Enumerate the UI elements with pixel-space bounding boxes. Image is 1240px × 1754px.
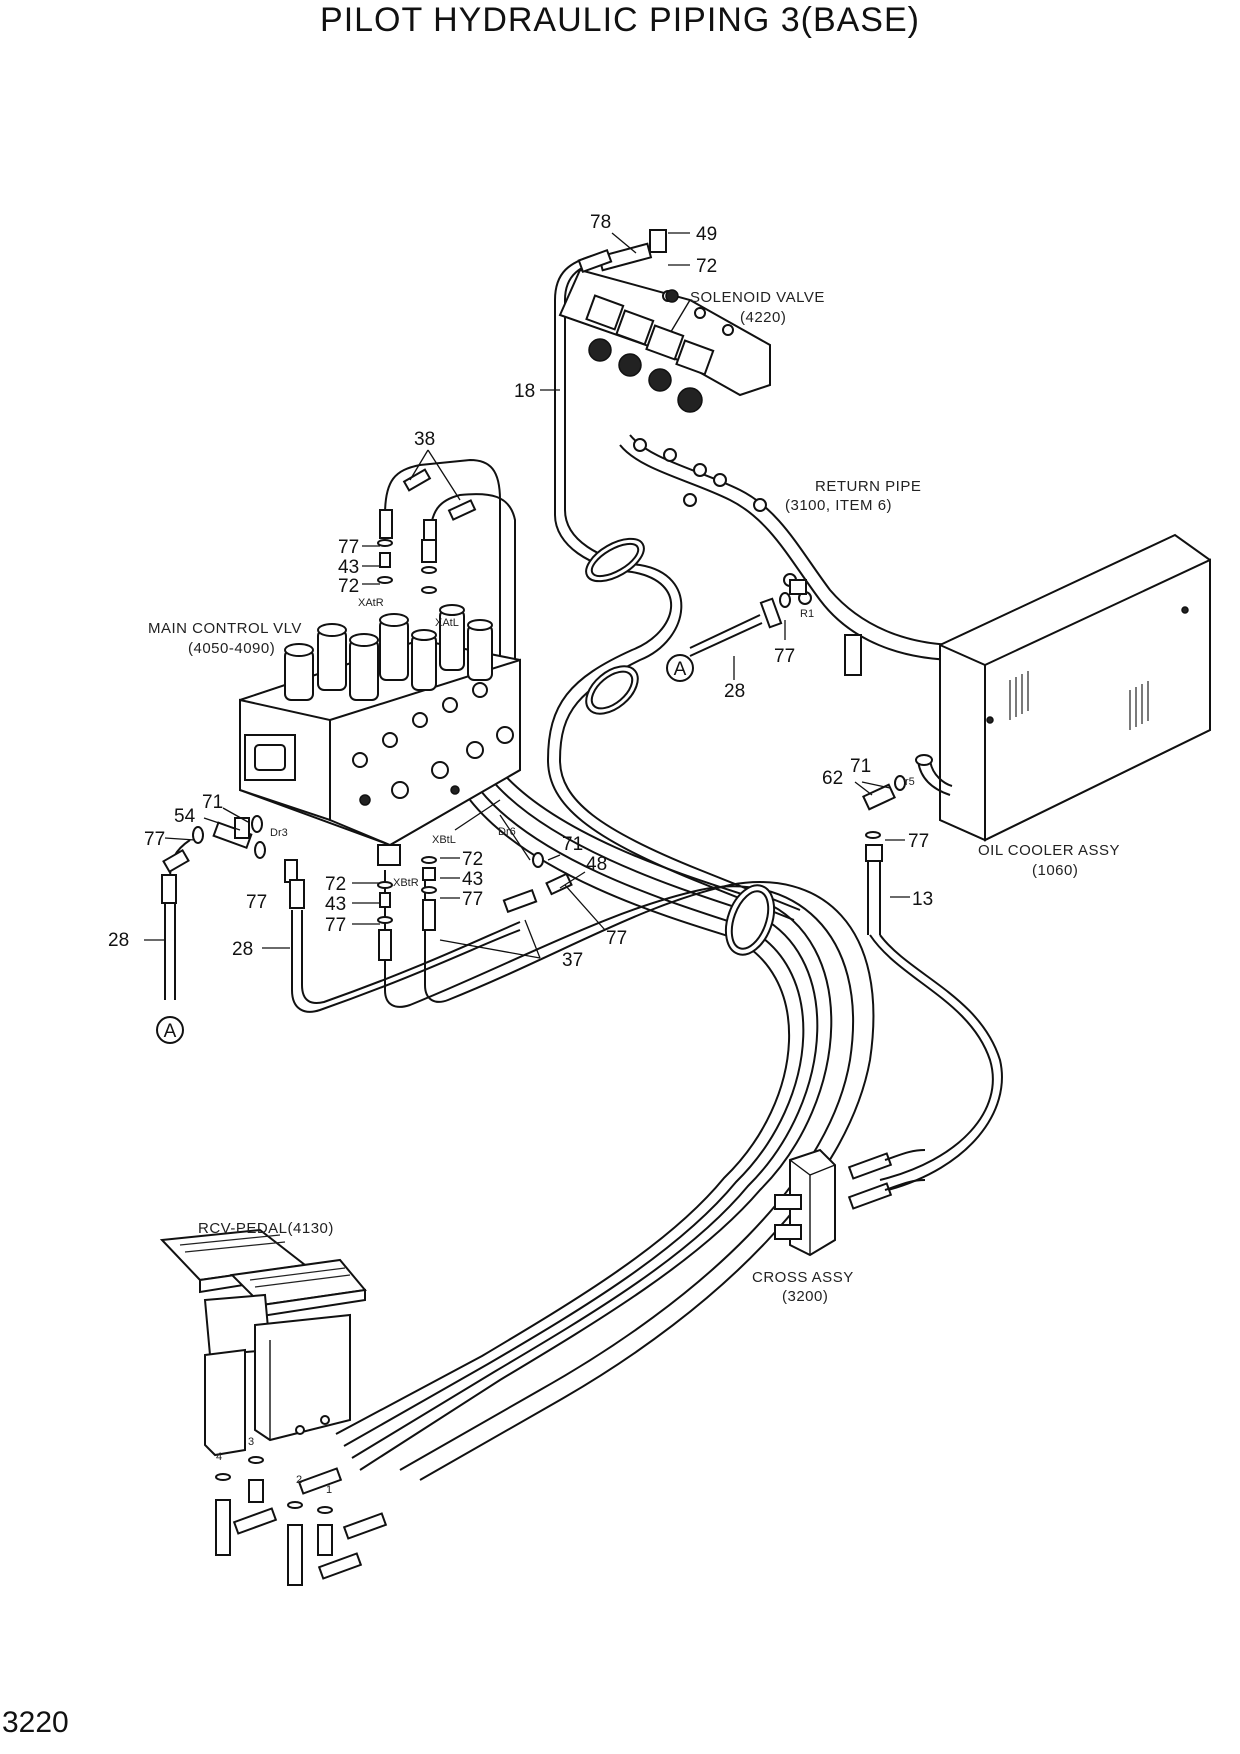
- callout-13: 13: [912, 889, 933, 910]
- oil-cooler-assembly: [915, 533, 1211, 842]
- callout-43-b: 43: [325, 894, 346, 915]
- pedal-port-3: 3: [248, 1436, 254, 1448]
- callout-77-a: 77: [338, 537, 359, 558]
- svg-text:A: A: [164, 1021, 177, 1042]
- callout-18: 18: [514, 381, 535, 402]
- callout-77-under: 77: [246, 892, 267, 913]
- callout-77-b: 77: [325, 915, 346, 936]
- callout-62: 62: [822, 768, 843, 789]
- fittings: [161, 248, 906, 961]
- port-xbtl: XBtL: [432, 834, 456, 846]
- leader-lines: [144, 232, 910, 959]
- solenoid-valve-label: SOLENOID VALVE: [690, 289, 825, 306]
- port-r1: R1: [800, 608, 814, 620]
- oil-cooler-label: OIL COOLER ASSY: [978, 842, 1120, 859]
- rcv-pedal-assembly: [159, 1228, 388, 1586]
- port-labels: XAtR XAtL XBtL XBtR Dr3 Dr6 R1 r5 1 2 3 …: [216, 597, 915, 1496]
- port-dr3: Dr3: [270, 827, 288, 839]
- pedal-port-1: 1: [326, 1484, 332, 1496]
- callout-77-left: 77: [144, 829, 165, 850]
- port-dr6: Dr6: [498, 826, 516, 838]
- oil-cooler-ref: (1060): [1032, 862, 1078, 879]
- callout-71-right: 71: [850, 756, 871, 777]
- callout-28-center: 28: [724, 681, 745, 702]
- solenoid-valve-assembly: [558, 229, 771, 413]
- solenoid-valve-ref: (4220): [740, 309, 786, 326]
- callout-numbers: 78 49 72 18 38 77 43 72 28 77 71 54 77 7…: [108, 212, 933, 971]
- port-xatr: XAtR: [358, 597, 384, 609]
- cross-assy-label: CROSS ASSY: [752, 1269, 854, 1286]
- callout-43-c: 43: [462, 869, 483, 890]
- main-control-valve-ref: (4050-4090): [188, 640, 275, 657]
- main-control-valve-assembly: [239, 604, 521, 866]
- pedal-port-2: 2: [296, 1474, 302, 1486]
- callout-77-right: 77: [908, 831, 929, 852]
- cross-assembly: [774, 1148, 926, 1257]
- page-number: 3220: [2, 1706, 69, 1739]
- callout-38: 38: [414, 429, 435, 450]
- callout-77-r1: 77: [774, 646, 795, 667]
- return-pipe-label: RETURN PIPE: [815, 478, 921, 495]
- rcv-pedal-label: RCV-PEDAL(4130): [198, 1220, 334, 1237]
- port-r5: r5: [905, 776, 915, 788]
- svg-text:A: A: [674, 659, 687, 680]
- callout-54: 54: [174, 806, 196, 827]
- callout-49: 49: [696, 224, 717, 245]
- reference-marker-a-left: A: [156, 1016, 184, 1044]
- return-pipe-assembly: [619, 434, 961, 676]
- callout-71-center: 71: [562, 834, 583, 855]
- callout-72-c: 72: [462, 849, 483, 870]
- port-xatl: XAtL: [435, 617, 459, 629]
- callout-28-mid: 28: [232, 939, 253, 960]
- port-xbtr: XBtR: [393, 877, 419, 889]
- callout-28-left: 28: [108, 930, 129, 951]
- callout-72-b: 72: [325, 874, 346, 895]
- main-control-valve-label: MAIN CONTROL VLV: [148, 620, 302, 637]
- callout-78: 78: [590, 212, 611, 233]
- reference-marker-a-center: A: [666, 654, 694, 682]
- callout-77-c: 77: [462, 889, 483, 910]
- callout-48: 48: [586, 854, 607, 875]
- callout-77-d: 77: [606, 928, 627, 949]
- pipe-bundle: [164, 254, 1003, 1481]
- pedal-port-4: 4: [216, 1451, 222, 1463]
- return-pipe-ref: (3100, ITEM 6): [785, 497, 892, 514]
- hose-clamps: [585, 537, 776, 956]
- callout-71-left: 71: [202, 792, 223, 813]
- callout-43-a: 43: [338, 557, 359, 578]
- cross-assy-ref: (3200): [782, 1288, 828, 1305]
- callout-72-top: 72: [696, 256, 717, 277]
- assembly-labels: SOLENOID VALVE (4220) RETURN PIPE (3100,…: [148, 289, 1120, 1305]
- callout-37: 37: [562, 950, 583, 971]
- callout-72-a: 72: [338, 576, 359, 597]
- page-title: PILOT HYDRAULIC PIPING 3(BASE): [320, 1, 920, 39]
